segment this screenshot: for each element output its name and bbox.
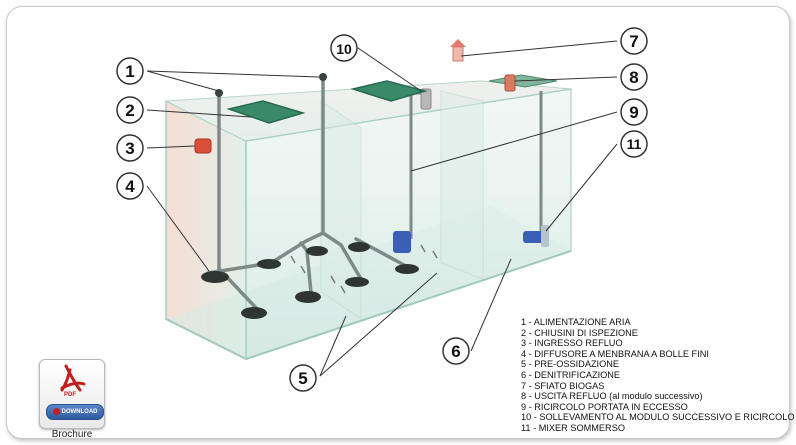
legend: 1 - ALIMENTAZIONE ARIA 2 - CHIUSINI DI I…: [521, 317, 794, 434]
svg-text:1: 1: [125, 62, 134, 81]
svg-text:11: 11: [627, 136, 642, 152]
diffuser: [348, 242, 370, 252]
sewage-inlet: [194, 138, 212, 154]
lift-pump: [393, 231, 411, 253]
legend-item: 5 - PRE-OSSIDAZIONE: [521, 359, 620, 370]
svg-text:8: 8: [629, 68, 638, 87]
download-button[interactable]: DOWNLOAD: [46, 404, 104, 420]
callout-8: 8: [620, 63, 648, 91]
callout-7: 7: [620, 27, 648, 55]
svg-text:10: 10: [336, 41, 352, 57]
legend-item: 9 - RICIRCOLO PORTATA IN ECCESSO: [521, 401, 688, 412]
download-icon: [52, 407, 60, 415]
partition-2: [440, 90, 484, 280]
legend-item: 7 - SFIATO BIOGAS: [521, 380, 605, 391]
legend-item: 4 - DIFFUSORE A MENBRANA A BOLLE FINI: [521, 348, 709, 359]
pdf-label: PDF: [64, 392, 76, 398]
legend-item: 8 - USCITA REFLUO (al modulo successivo): [521, 391, 703, 402]
legend-item: 10 - SOLLEVAMENTO AL MODULO SUCCESSIVO E…: [521, 412, 795, 423]
membrane-diffusers: [201, 242, 419, 319]
svg-text:2: 2: [125, 101, 134, 120]
callout-1: 1: [116, 57, 144, 85]
hatch-1: [226, 100, 306, 124]
tank-body: [164, 80, 572, 361]
svg-text:5: 5: [298, 369, 307, 388]
effluent-outlet: [504, 74, 516, 92]
svg-text:9: 9: [629, 103, 638, 122]
legend-item: 2 - CHIUSINI DI ISPEZIONE: [521, 327, 638, 338]
download-label: DOWNLOAD: [61, 409, 98, 415]
submerged-mixer: [523, 225, 549, 247]
callout-11: 11: [620, 130, 648, 158]
diffuser: [306, 246, 328, 256]
leader-lines: [146, 40, 618, 377]
callout-3: 3: [116, 134, 144, 162]
diffuser: [241, 307, 267, 319]
legend-item: 3 - INGRESSO REFLUO: [521, 338, 623, 349]
diagram-frame: 1 2 3 4 5 6 7 8: [6, 6, 794, 441]
baffle-markings: [290, 244, 438, 294]
callout-6: 6: [442, 337, 470, 365]
legend-item: 6 - DENITRIFICAZIONE: [521, 369, 621, 380]
diffuser: [257, 259, 281, 269]
pdf-icon: [60, 364, 86, 392]
diffuser: [345, 277, 369, 287]
svg-text:3: 3: [125, 139, 134, 158]
diffuser: [295, 291, 321, 303]
callout-2: 2: [116, 96, 144, 124]
svg-text:7: 7: [629, 32, 638, 51]
biogas-vent: [450, 39, 466, 62]
svg-text:6: 6: [451, 342, 460, 361]
diffuser: [395, 264, 419, 274]
callout-10: 10: [330, 34, 358, 62]
diffuser: [201, 271, 229, 283]
callout-5: 5: [289, 364, 317, 392]
callout-4: 4: [116, 172, 144, 200]
brochure-download[interactable]: PDF DOWNLOAD Brochure: [37, 359, 107, 441]
callout-9: 9: [620, 98, 648, 126]
legend-item: 11 - MIXER SOMMERSO: [521, 422, 625, 433]
callouts: 1 2 3 4 5 6 7 8: [116, 27, 648, 392]
pdf-card[interactable]: PDF DOWNLOAD: [39, 359, 105, 429]
svg-text:4: 4: [125, 177, 135, 196]
tank-diagram: 1 2 3 4 5 6 7 8: [116, 27, 648, 392]
legend-item: 1 - ALIMENTAZIONE ARIA: [521, 317, 631, 327]
brochure-label[interactable]: Brochure: [51, 429, 93, 440]
hatch-2: [350, 80, 428, 102]
